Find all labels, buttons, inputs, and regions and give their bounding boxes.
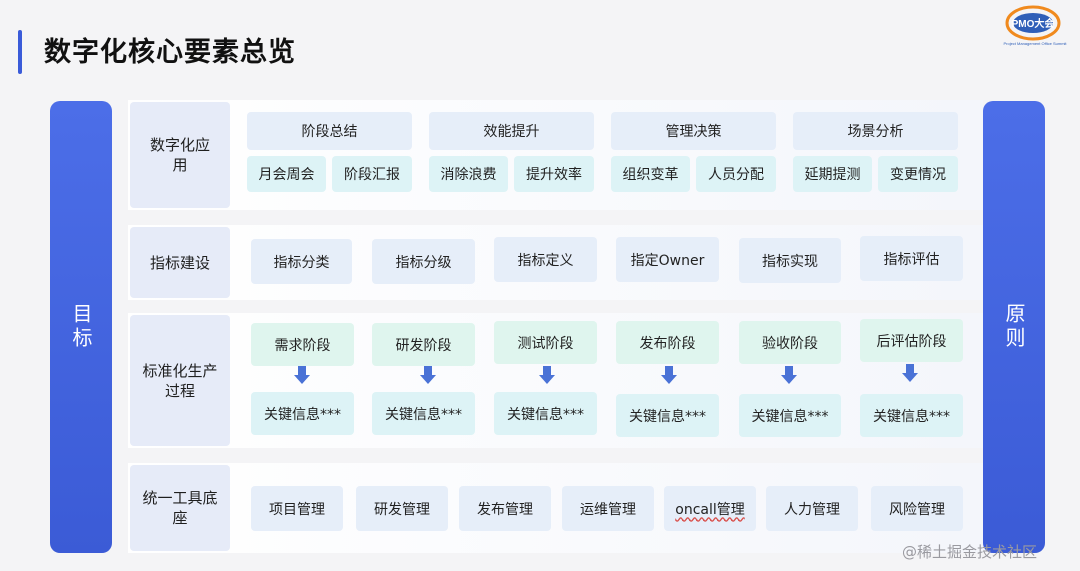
item-stage-report: 阶段汇报	[332, 156, 412, 192]
group-stage-summary: 阶段总结	[247, 112, 412, 150]
tool-ops-management: 运维管理	[562, 486, 654, 531]
goal-pillar: 目标	[50, 101, 112, 553]
item-eliminate-waste: 消除浪费	[429, 156, 508, 192]
metric-evaluation: 指标评估	[860, 236, 963, 281]
item-staff-allocation: 人员分配	[696, 156, 776, 192]
item-change-status: 变更情况	[878, 156, 958, 192]
arrow-down-icon	[539, 366, 555, 384]
key-info-testing: 关键信息***	[494, 392, 597, 435]
metrics-row-label: 指标建设	[130, 227, 230, 298]
metric-definition: 指标定义	[494, 237, 597, 282]
group-management-decision: 管理决策	[611, 112, 776, 150]
metric-owner: 指定Owner	[616, 237, 719, 282]
metric-classification: 指标分类	[251, 239, 352, 284]
svg-text:PMO大会: PMO大会	[1012, 17, 1055, 30]
item-improve-efficiency: 提升效率	[514, 156, 594, 192]
page-title: 数字化核心要素总览	[44, 37, 296, 68]
group-efficiency-improvement: 效能提升	[429, 112, 594, 150]
stage-post-evaluation: 后评估阶段	[860, 319, 963, 362]
tool-release-management: 发布管理	[459, 486, 551, 531]
tool-rd-management: 研发管理	[356, 486, 448, 531]
metric-implementation: 指标实现	[739, 238, 841, 283]
stage-development: 研发阶段	[372, 323, 475, 366]
apps-row-label: 数字化应用	[130, 102, 230, 208]
tool-hr-management: 人力管理	[766, 486, 858, 531]
arrow-down-icon	[902, 364, 918, 382]
group-scenario-analysis: 场景分析	[793, 112, 958, 150]
key-info-release: 关键信息***	[616, 394, 719, 437]
stage-requirements: 需求阶段	[251, 323, 354, 366]
tool-project-management: 项目管理	[251, 486, 343, 531]
metric-grading: 指标分级	[372, 239, 475, 284]
oncall-management-label: oncall管理	[675, 501, 745, 518]
principle-pillar: 原则	[983, 101, 1045, 553]
tool-risk-management: 风险管理	[871, 486, 963, 531]
title-accent-bar	[18, 30, 22, 74]
svg-text:Project Management Office Summ: Project Management Office Summit	[1003, 41, 1067, 46]
stage-testing: 测试阶段	[494, 321, 597, 364]
arrow-down-icon	[661, 366, 677, 384]
arrow-down-icon	[294, 366, 310, 384]
tool-oncall-management: oncall管理	[664, 486, 756, 531]
stage-release: 发布阶段	[616, 321, 719, 364]
stage-acceptance: 验收阶段	[739, 321, 841, 364]
arrow-down-icon	[781, 366, 797, 384]
item-delayed-testing: 延期提测	[793, 156, 872, 192]
item-monthly-weekly-meeting: 月会周会	[247, 156, 326, 192]
pmo-logo: PMO大会 Project Management Office Summit	[1003, 5, 1067, 46]
key-info-development: 关键信息***	[372, 392, 475, 435]
process-row-label: 标准化生产过程	[130, 315, 230, 446]
watermark: @稀土掘金技术社区	[902, 543, 1038, 561]
arrow-down-icon	[420, 366, 436, 384]
key-info-post-evaluation: 关键信息***	[860, 394, 963, 437]
key-info-acceptance: 关键信息***	[739, 394, 841, 437]
key-info-requirements: 关键信息***	[251, 392, 354, 435]
tools-row-label: 统一工具底座	[130, 465, 230, 551]
item-org-change: 组织变革	[611, 156, 690, 192]
